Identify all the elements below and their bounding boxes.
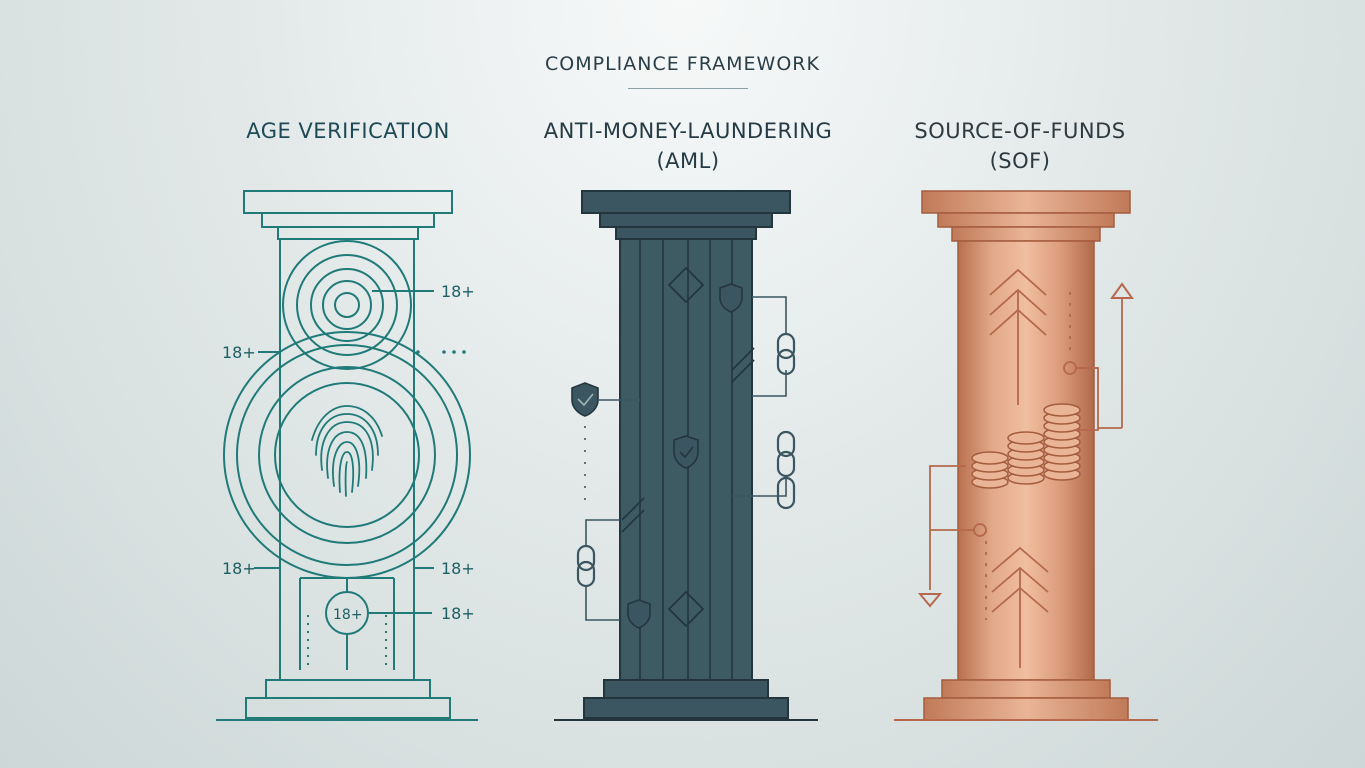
age-label-left: 18+: [222, 343, 256, 362]
diamond-bottom: [667, 590, 705, 628]
age-label-bottom-left: 18+: [222, 559, 256, 578]
shield-icon: [627, 283, 743, 629]
target-rings: [282, 240, 412, 370]
diagram-title: COMPLIANCE FRAMEWORK: [545, 53, 820, 75]
arrow-up-icon: [989, 268, 1047, 405]
arrow-up-icon: [1110, 282, 1134, 299]
age-dots: [416, 350, 466, 354]
arrow-up-icon: [991, 546, 1049, 668]
coin-stack-icon: [971, 403, 1081, 489]
shield-check-icon: [571, 382, 599, 417]
aml-pillar: [554, 190, 818, 721]
aml-heading: ANTI-MONEY-LAUNDERING (AML): [543, 119, 833, 173]
age-verification-pillar: [216, 190, 478, 721]
arrow-down-icon: [917, 593, 943, 608]
pillar-base: [265, 679, 431, 699]
chain-link-icon: [576, 332, 796, 588]
age-label-top-right: 18+: [441, 282, 475, 301]
age-badge-label: 18+: [333, 607, 363, 623]
age-label-bottom-right: 18+: [441, 559, 475, 578]
sof-pillar: [894, 190, 1158, 721]
fingerprint-icon: [311, 405, 383, 497]
age-verification-heading: AGE VERIFICATION: [246, 119, 450, 143]
pillar-capital: [243, 190, 453, 214]
sof-heading: SOURCE-OF-FUNDS (SOF): [914, 119, 1126, 173]
diamond-top: [667, 266, 705, 304]
shield-check-icon: [673, 435, 699, 469]
title-underline: [628, 88, 748, 89]
age-label-badge-right: 18+: [441, 604, 475, 623]
